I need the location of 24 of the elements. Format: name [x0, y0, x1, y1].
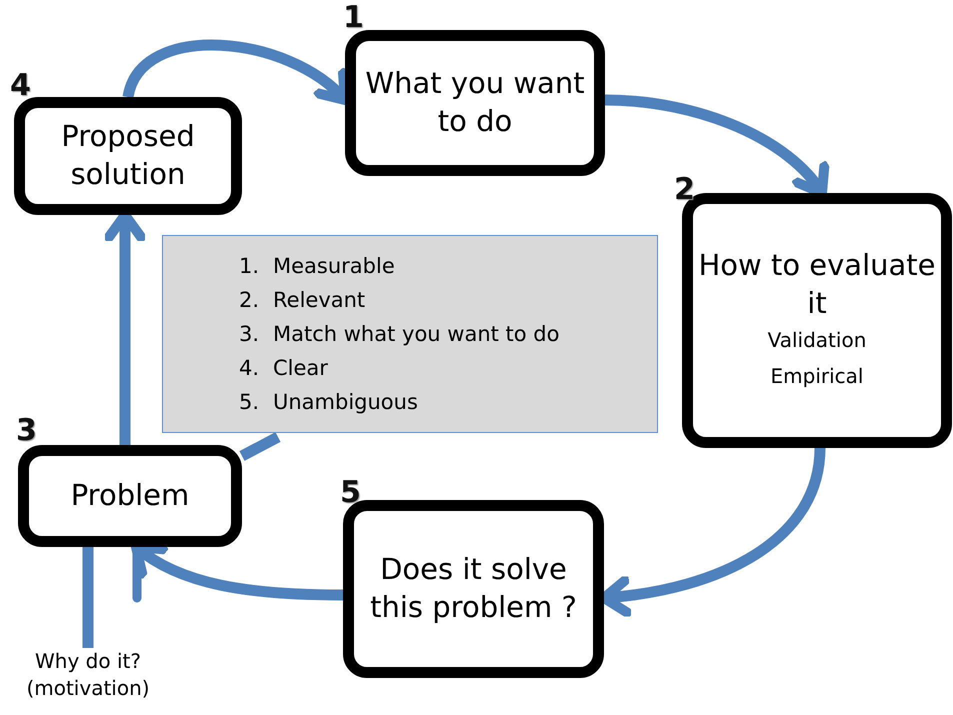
criteria-panel — [162, 235, 658, 433]
step-title: How to evaluate it — [697, 246, 936, 322]
step-detail: Validation — [768, 327, 866, 354]
connector-line — [82, 547, 94, 648]
list-item: 1. Measurable — [238, 253, 395, 280]
connector-line — [239, 432, 281, 461]
list-item: 3. Match what you want to do — [238, 321, 560, 348]
step-title: What you want to do — [364, 65, 586, 140]
list-item: 4. Clear — [238, 355, 328, 382]
step-number: 1 — [343, 0, 364, 35]
step-detail: Empirical — [770, 363, 864, 390]
step-number: 3 — [16, 413, 37, 448]
step-number: 2 — [674, 172, 695, 207]
note-text: Why do it? (motivation) — [25, 648, 151, 702]
step-number: 5 — [340, 475, 361, 510]
list-item: 2. Relevant — [238, 287, 366, 314]
step-title: Does it solve this problem ? — [369, 551, 578, 626]
step-box — [14, 97, 242, 215]
step-title: Problem — [70, 477, 190, 514]
step-number: 4 — [10, 68, 31, 103]
step-box — [18, 445, 242, 547]
list-item: 5. Unambiguous — [238, 389, 418, 416]
step-box — [345, 30, 605, 176]
step-title: Proposed solution — [60, 118, 196, 193]
